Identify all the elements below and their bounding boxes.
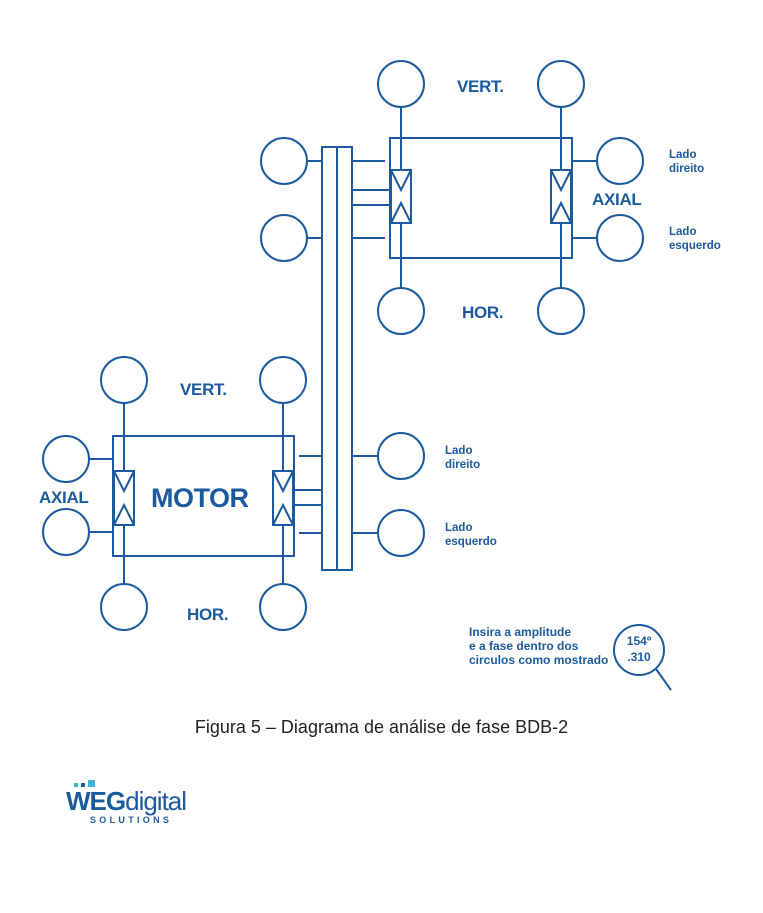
driven-axial-label: AXIAL <box>592 190 642 209</box>
driven-right-side-label-2: direito <box>669 163 704 175</box>
example-phase: 154º <box>627 634 652 648</box>
motor-right-hor-circle[interactable] <box>259 583 307 631</box>
motor-axial-lower-circle[interactable] <box>42 508 90 556</box>
belt-right-side-circle[interactable] <box>377 432 425 480</box>
motor-title: MOTOR <box>151 483 249 513</box>
logo-wordmark: WEGdigital <box>66 786 187 816</box>
example-amplitude: .310 <box>627 650 651 664</box>
instruction-line-1: Insira a amplitude <box>469 625 571 639</box>
driven-right-side-label-1: Lado <box>669 149 696 161</box>
motor-hor-label: HOR. <box>187 605 228 624</box>
belt-right-side-label-1: Lado <box>445 445 472 457</box>
belt-assembly: Lado direito Lado esquerdo <box>260 137 497 571</box>
driven-left-bearing-icon <box>390 169 412 224</box>
driven-right-bearing-icon <box>550 169 572 224</box>
logo-brand-light: digital <box>125 786 187 816</box>
driven-unit-housing <box>389 137 573 259</box>
motor-right-vert-circle[interactable] <box>259 356 307 404</box>
motor-right-bearing-icon <box>272 470 294 526</box>
belt-left-side-label-1: Lado <box>445 522 472 534</box>
motor-axial-upper-circle[interactable] <box>42 435 90 483</box>
driven-left-side-label-2: esquerdo <box>669 240 721 252</box>
belt-left-side-circle[interactable] <box>377 509 425 557</box>
belt-left-side-label-2: esquerdo <box>445 536 497 548</box>
magnifier-icon <box>613 624 672 691</box>
driven-axial-right-circle[interactable] <box>596 137 644 185</box>
motor-left-hor-circle[interactable] <box>100 583 148 631</box>
instruction-line-2: e a fase dentro dos <box>469 639 579 653</box>
driven-right-vert-circle[interactable] <box>537 60 585 108</box>
belt-right-side-label-2: direito <box>445 459 480 471</box>
driven-left-hor-circle[interactable] <box>377 287 425 335</box>
logo-tagline: SOLUTIONS <box>90 815 173 825</box>
driven-hor-label: HOR. <box>462 303 503 322</box>
belt-upper-circle-2[interactable] <box>260 214 308 262</box>
motor-vert-label: VERT. <box>180 380 227 399</box>
logo-brand-bold: WEG <box>66 786 126 816</box>
driven-left-vert-circle[interactable] <box>377 60 425 108</box>
motor-left-vert-circle[interactable] <box>100 356 148 404</box>
driven-unit: VERT. HOR. AXIAL Lado direito Lado esque… <box>377 60 721 335</box>
weg-digital-logo: WEGdigital SOLUTIONS <box>66 780 187 825</box>
driven-right-hor-circle[interactable] <box>537 287 585 335</box>
instruction-note: Insira a amplitude e a fase dentro dos c… <box>469 624 672 691</box>
motor-axial-label: AXIAL <box>39 488 89 507</box>
driven-vert-label: VERT. <box>457 77 504 96</box>
motor-unit: VERT. HOR. AXIAL MOTOR <box>39 356 307 631</box>
belt-upper-circle-1[interactable] <box>260 137 308 185</box>
driven-left-side-label-1: Lado <box>669 226 696 238</box>
motor-left-bearing-icon <box>113 470 135 526</box>
driven-axial-left-circle[interactable] <box>596 214 644 262</box>
figure-caption: Figura 5 – Diagrama de análise de fase B… <box>194 717 569 737</box>
instruction-line-3: circulos como mostrado <box>469 653 608 667</box>
